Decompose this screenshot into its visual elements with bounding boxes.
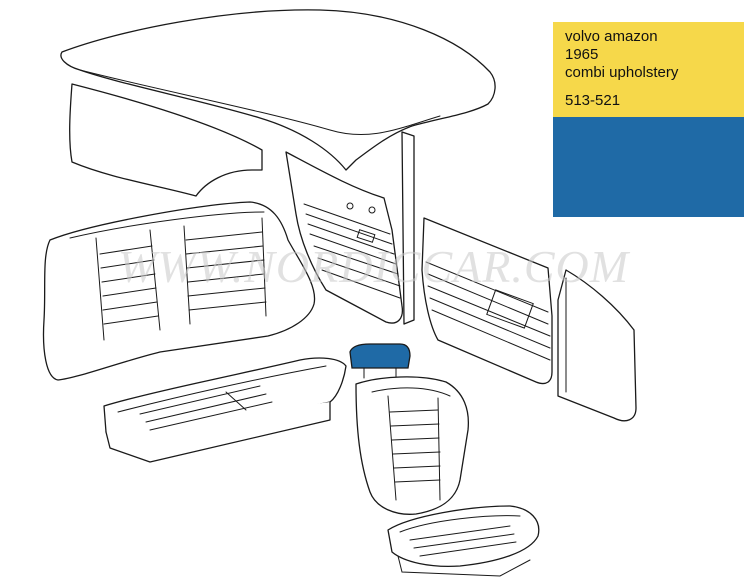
front-backrest-ribs xyxy=(387,395,441,501)
door-handle-recess xyxy=(356,229,376,243)
front-cushion-ribs xyxy=(409,525,517,557)
info-make-model: volvo amazon xyxy=(565,28,658,45)
rear-door-ribs xyxy=(425,261,551,361)
front-door-panel xyxy=(285,131,415,325)
info-description: combi upholstery xyxy=(565,64,679,81)
rear-seat-backrest xyxy=(42,201,316,381)
backrest-ribs-left xyxy=(95,229,161,341)
headrest xyxy=(349,343,411,379)
door-panel-ribs xyxy=(303,203,401,299)
info-card-color-swatch xyxy=(553,117,744,217)
rear-side-panel xyxy=(69,83,263,197)
rear-seat-cushion xyxy=(103,357,347,463)
front-seat-cushion xyxy=(387,505,540,577)
cushion-ribs xyxy=(139,385,273,431)
watermark: WWW.NORDICCAR.COM xyxy=(118,241,631,292)
door-lock-hole xyxy=(368,206,376,214)
rear-door-pocket xyxy=(486,289,534,329)
backrest-ribs-right xyxy=(183,217,267,325)
info-card: volvo amazon 1965 combi upholstery 513-5… xyxy=(553,22,744,217)
info-year: 1965 xyxy=(565,46,599,63)
info-part-range: 513-521 xyxy=(565,92,621,109)
window-crank-hole xyxy=(346,202,354,210)
headliner xyxy=(60,9,496,171)
info-card-top: volvo amazon 1965 combi upholstery 513-5… xyxy=(553,22,744,117)
b-pillar-trim xyxy=(401,131,415,325)
cargo-side-panel xyxy=(557,269,637,422)
rear-door-panel xyxy=(421,217,553,385)
front-seat-backrest xyxy=(355,376,470,515)
